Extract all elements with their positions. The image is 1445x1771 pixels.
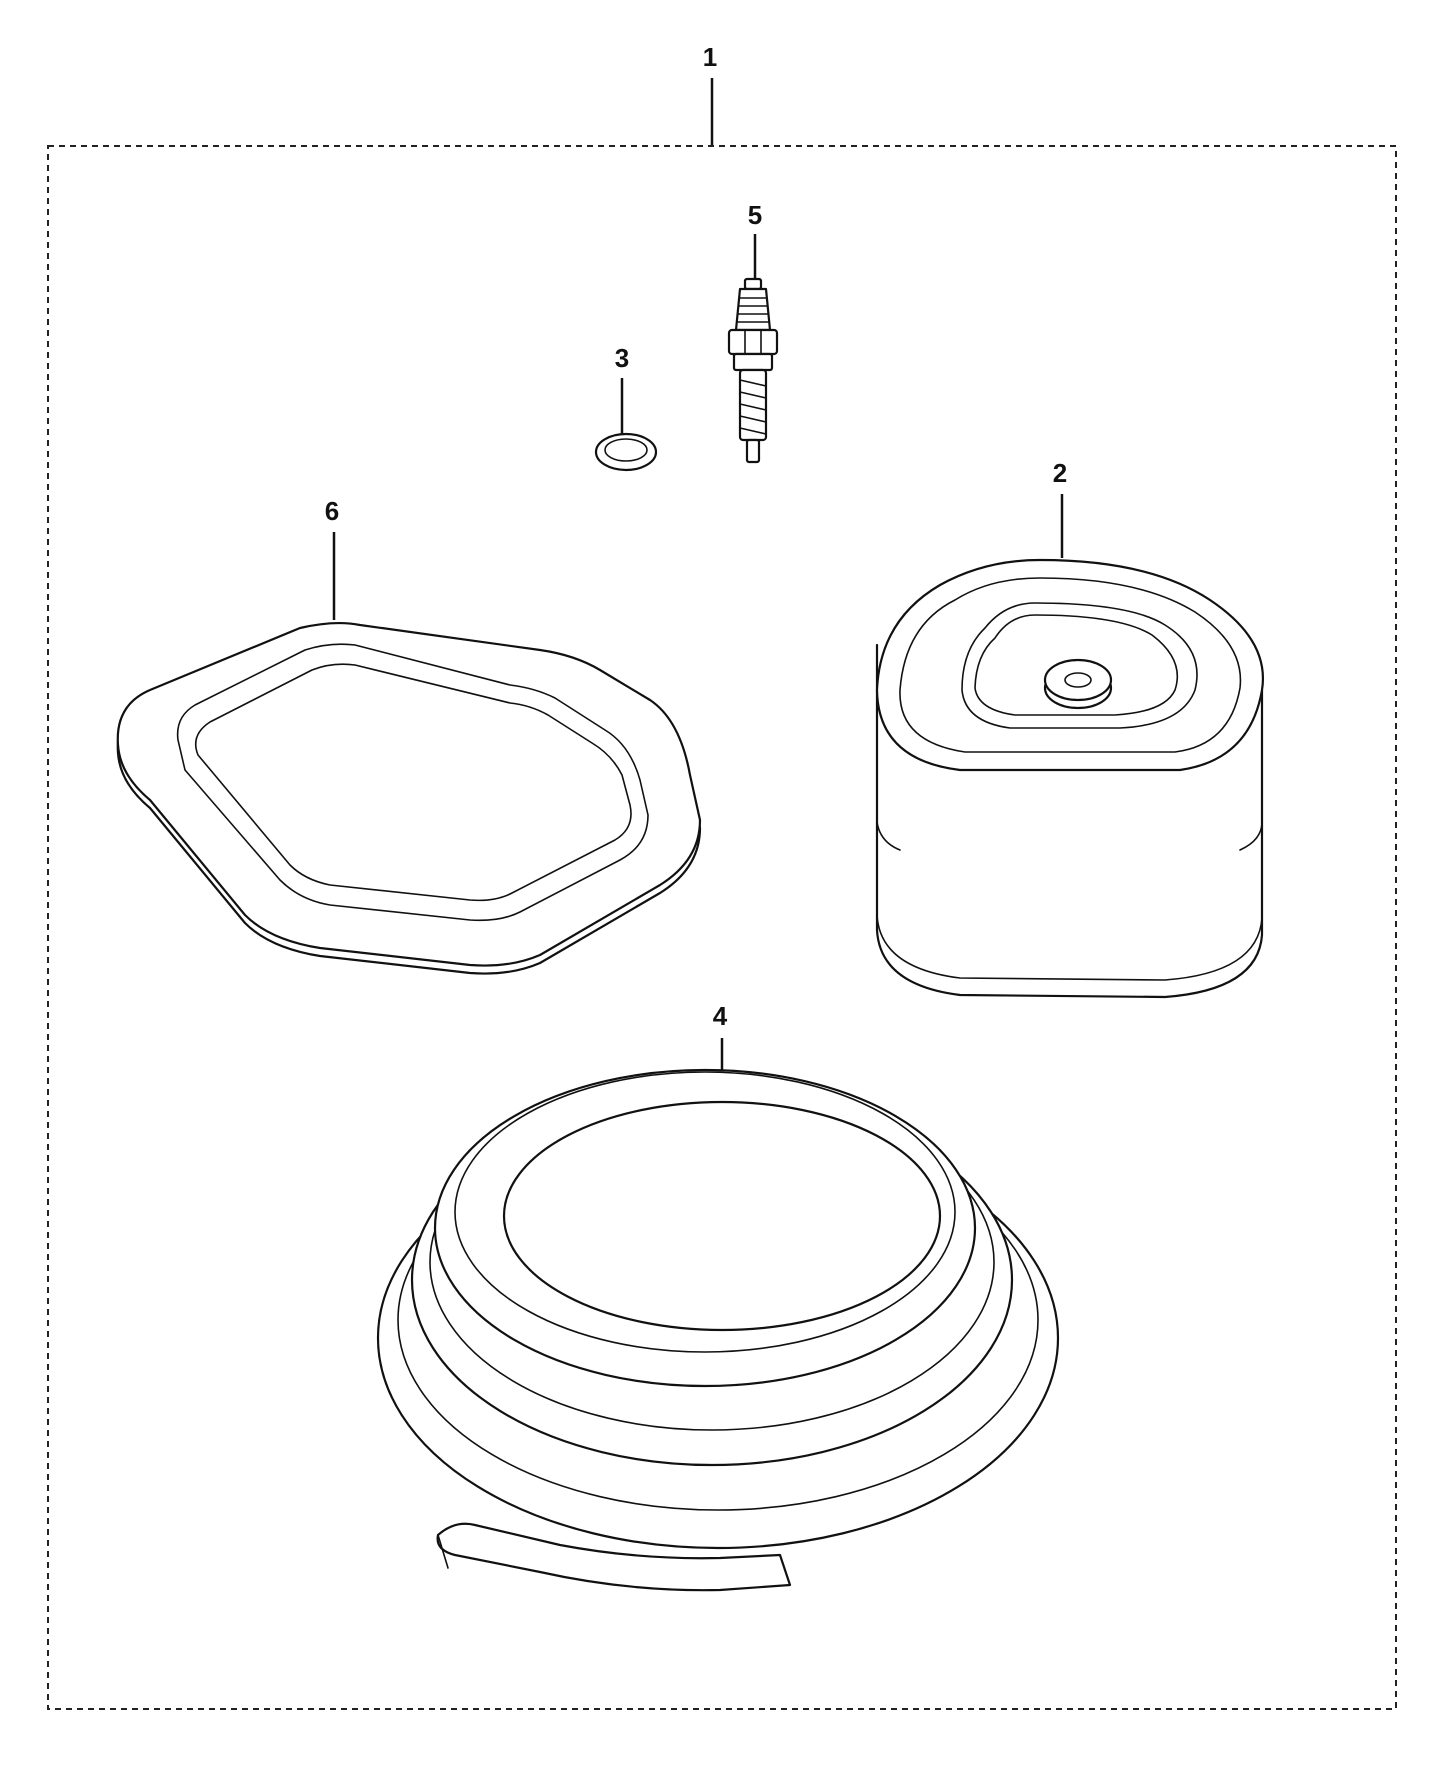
callout-washer: 3 — [615, 343, 629, 373]
gasket-group: 6 — [116, 496, 702, 975]
hose-group: 4 — [376, 1001, 1060, 1592]
kit-frame — [47, 145, 1397, 1710]
callout-spark-plug: 5 — [748, 200, 762, 230]
callout-kit: 1 — [703, 42, 717, 72]
callout-gasket: 6 — [325, 496, 339, 526]
kit-group: 1 — [47, 42, 1397, 1710]
air-filter-group: 2 — [875, 458, 1264, 999]
air-filter-icon — [875, 558, 1264, 999]
hose-icon — [376, 1068, 1060, 1592]
callout-air-filter: 2 — [1053, 458, 1067, 488]
washer-icon — [594, 432, 658, 472]
spark-plug-icon — [727, 277, 779, 464]
spark-plug-group: 5 — [727, 200, 779, 464]
gasket-icon — [116, 621, 702, 975]
callout-hose: 4 — [713, 1001, 728, 1031]
washer-group: 3 — [594, 343, 658, 472]
